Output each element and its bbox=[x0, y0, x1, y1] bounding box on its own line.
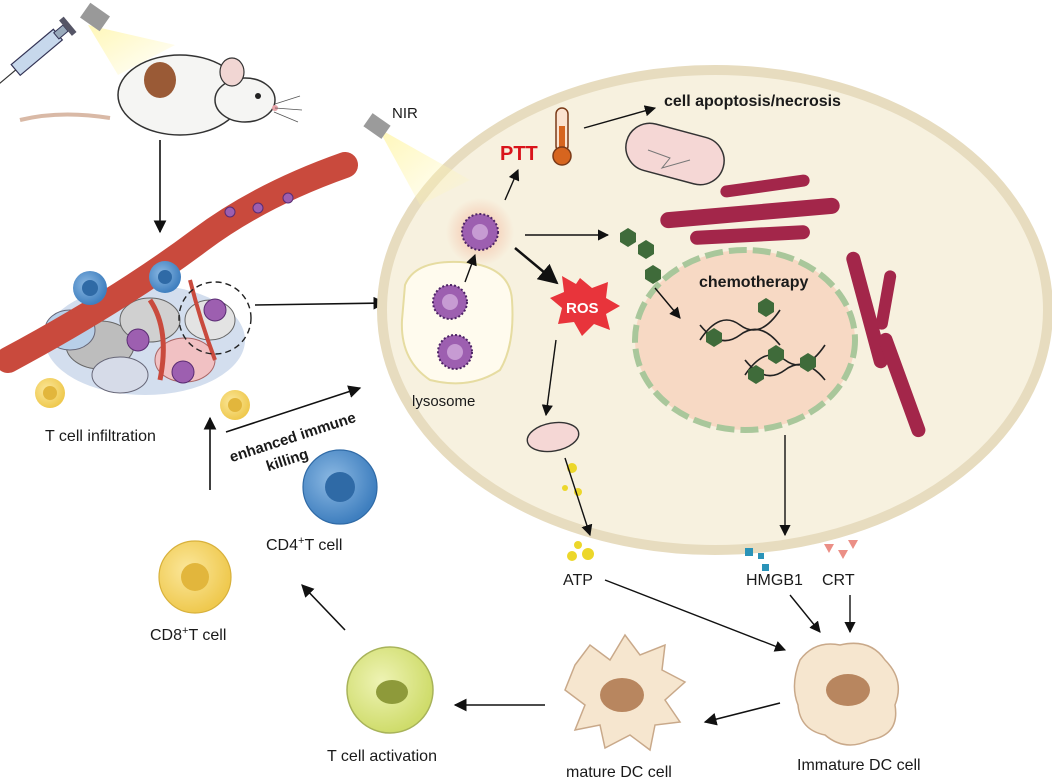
label-nir: NIR bbox=[392, 105, 418, 122]
label-cd4: CD4+T cell bbox=[266, 535, 342, 554]
arrow-np-to-ros bbox=[514, 247, 559, 285]
label-ptt: PTT bbox=[500, 143, 538, 165]
mitochondrion-icon bbox=[625, 122, 725, 186]
label-chemotherapy: chemotherapy bbox=[699, 274, 808, 291]
drug-molecules bbox=[620, 228, 816, 384]
lamp-icon bbox=[80, 2, 175, 75]
label-ros: ROS bbox=[566, 300, 599, 317]
label-t-activation: T cell activation bbox=[327, 748, 437, 765]
arrow-mito-to-atp bbox=[564, 457, 593, 537]
thermometer-icon bbox=[552, 107, 572, 166]
endoplasmic-reticulum bbox=[660, 174, 926, 438]
arrow-lysosome-to-np bbox=[464, 253, 477, 283]
lysosome bbox=[400, 260, 514, 385]
label-apoptosis: cell apoptosis/necrosis bbox=[664, 93, 841, 110]
arrow-ros-to-mito bbox=[541, 339, 557, 417]
arrow-immature-to-mature bbox=[703, 702, 781, 726]
label-hmgb1: HMGB1 bbox=[746, 572, 803, 589]
label-immature-dc: Immature DC cell bbox=[797, 757, 921, 774]
ros-burst bbox=[550, 276, 620, 336]
syringe-icon bbox=[0, 16, 77, 87]
arrow-atp-to-dc bbox=[604, 579, 787, 652]
arrow-enhanced-killing bbox=[225, 385, 362, 433]
arrow-np-to-ptt bbox=[504, 168, 520, 201]
label-mature-dc: mature DC cell bbox=[566, 764, 672, 780]
crt-molecules bbox=[824, 540, 858, 559]
atp-molecules bbox=[567, 541, 594, 561]
arrow-ptt-to-apoptosis bbox=[583, 105, 657, 129]
arrow-tumor-to-cell bbox=[254, 296, 387, 310]
blood-vessel bbox=[0, 152, 358, 373]
label-crt: CRT bbox=[822, 572, 855, 589]
arrow-hmgb1-to-dc bbox=[789, 594, 821, 633]
nir-lamp-icon bbox=[363, 113, 470, 205]
nucleus bbox=[632, 247, 858, 433]
label-lysosome: lysosome bbox=[412, 393, 475, 410]
arrow-drug-to-nucleus bbox=[654, 287, 681, 319]
arrow-tactivation-to-cd4 bbox=[301, 584, 346, 631]
label-t-cell-infiltration: T cell infiltration bbox=[45, 428, 156, 445]
label-atp: ATP bbox=[563, 572, 593, 589]
mouse-illustration bbox=[19, 54, 303, 136]
nanoparticles-lysosome bbox=[432, 284, 473, 370]
mitochondrion-small-icon bbox=[526, 421, 580, 453]
tumor-zoom-circle bbox=[178, 281, 252, 355]
label-cd8: CD8+T cell bbox=[150, 625, 226, 644]
nanoparticles-tumor bbox=[126, 192, 294, 384]
hmgb1-molecules bbox=[745, 548, 769, 571]
